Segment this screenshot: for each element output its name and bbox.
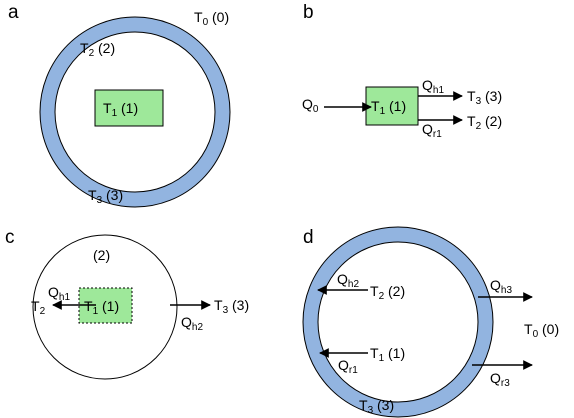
panel-d-qr1-label: Qr1 [338, 357, 358, 376]
panel-b: b Q0 T1 (1) Qh1 Qr1 T3 (3) T2 (2) [302, 2, 502, 140]
panel-d-t3-label: T3 (3) [359, 397, 394, 416]
panel-a-t2-label: T2 (2) [80, 40, 115, 59]
panel-a-t3-label: T3 (3) [88, 187, 123, 206]
panel-c-qh1-label: Qh1 [48, 284, 70, 303]
panel-b-qh1-label: Qh1 [422, 77, 444, 96]
panel-a-t0-label: T0 (0) [194, 9, 229, 28]
panel-c-t2-label: T2 [31, 298, 46, 317]
panel-c: c (2) Qh1 T2 T1 (1) Qh2 T3 (3) [5, 227, 249, 380]
panel-a-t1-label: T1 (1) [103, 100, 138, 119]
panel-d-t0-label: T0 (0) [524, 321, 559, 340]
panel-c-letter: c [5, 227, 15, 248]
panel-c-qh2-label: Qh2 [181, 314, 203, 333]
panel-c-zone-label: (2) [93, 247, 110, 263]
panel-a: a T0 (0) T2 (2) T1 (1) T3 (3) [8, 2, 231, 208]
panel-d: d Qh2 T2 (2) T1 (1) Qr1 Qh3 Qr3 T0 (0) T… [302, 226, 559, 418]
panel-d-letter: d [303, 227, 314, 248]
panel-c-t3-label: T3 (3) [214, 297, 249, 316]
panel-b-qr1-label: Qr1 [422, 121, 442, 140]
panel-a-t1-box [94, 89, 164, 127]
panel-b-t3-label: T3 (3) [467, 88, 502, 107]
panel-b-letter: b [303, 2, 314, 23]
panel-c-t1-label: T1 (1) [84, 298, 119, 317]
panel-b-q0-label: Q0 [302, 96, 319, 115]
panel-d-t1-label: T1 (1) [370, 345, 405, 364]
panel-a-letter: a [8, 2, 19, 23]
panel-d-qr3-label: Qr3 [490, 370, 510, 389]
panel-d-inner-zone [317, 241, 479, 403]
panel-b-t1-box [365, 86, 419, 126]
panel-d-qh3-label: Qh3 [490, 277, 512, 296]
panel-b-t1-label: T1 (1) [371, 98, 406, 117]
panel-b-t2-label: T2 (2) [467, 113, 502, 132]
panel-d-qh2-label: Qh2 [337, 271, 359, 290]
panel-d-t2-label: T2 (2) [370, 283, 405, 302]
